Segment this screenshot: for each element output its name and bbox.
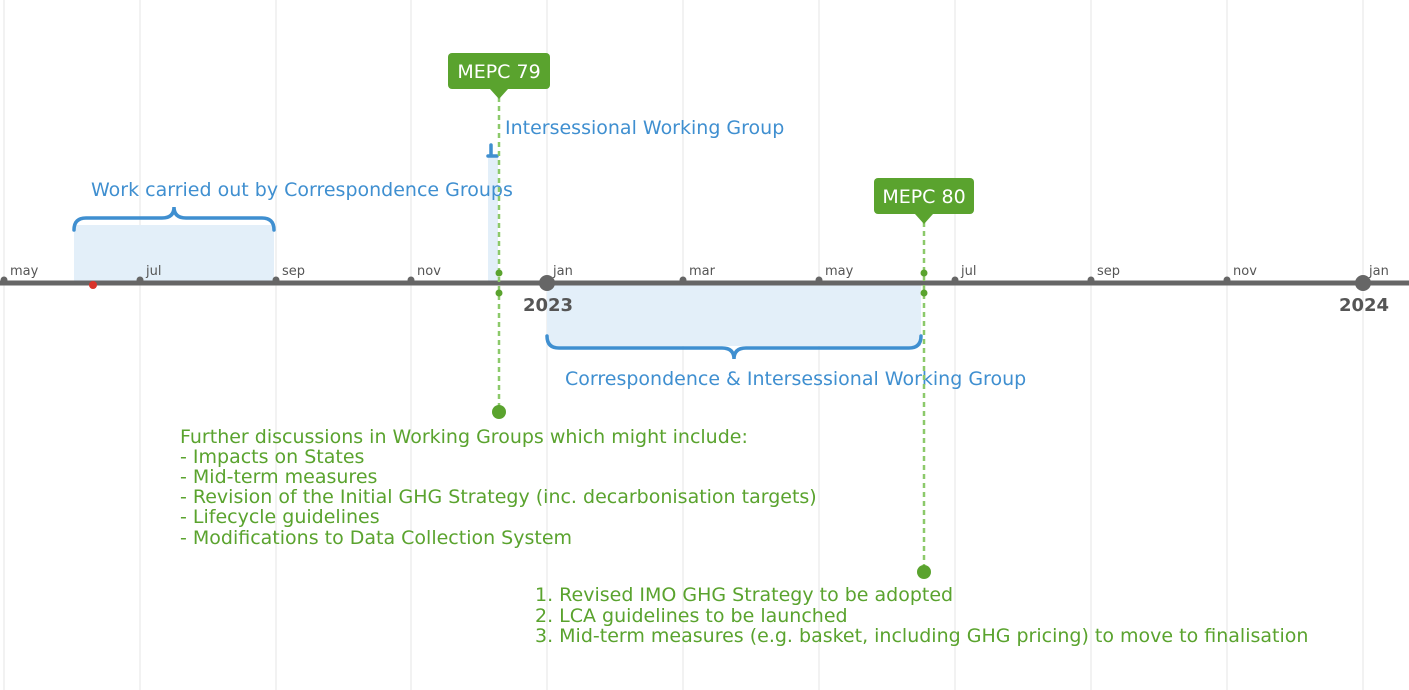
mepc80-axis-dot (920, 269, 928, 277)
month-label: mar (689, 264, 716, 279)
month-label: sep (282, 264, 305, 279)
year-label-2023: 2023 (523, 295, 573, 316)
correspondence-groups-band (74, 225, 274, 283)
month-label: may (10, 264, 39, 279)
year-tick-2023 (539, 275, 555, 291)
note-line: Further discussions in Working Groups wh… (180, 426, 748, 448)
month-label: nov (1233, 264, 1257, 279)
correspondence-intersessional-band (547, 283, 921, 346)
note-line: 1. Revised IMO GHG Strategy to be adopte… (535, 584, 953, 606)
correspondence-intersessional-brace (545, 334, 923, 360)
intersessional-band (488, 157, 498, 283)
correspondence-groups-brace (72, 206, 276, 232)
month-label: may (825, 264, 854, 279)
month-label: jan (552, 264, 573, 279)
year-label-2024: 2024 (1339, 295, 1389, 316)
mepc79-axis-dot (495, 289, 503, 297)
month-ticks (0, 276, 1231, 284)
current-date-marker (89, 281, 97, 289)
note-line: - Revision of the Initial GHG Strategy (… (180, 486, 817, 508)
correspondence-intersessional-label: Correspondence & Intersessional Working … (565, 368, 1026, 390)
year-tick-2024 (1355, 275, 1371, 291)
mepc79-badge: MEPC 79 (448, 53, 550, 99)
mepc79-badge-label: MEPC 79 (457, 61, 540, 83)
note-line: - Mid-term measures (180, 466, 377, 488)
month-label: jul (960, 264, 976, 279)
note-line: - Lifecycle guidelines (180, 506, 380, 528)
month-label: jul (145, 264, 161, 279)
note-line: - Modifications to Data Collection Syste… (180, 527, 572, 549)
note-line: - Impacts on States (180, 446, 364, 468)
month-label: nov (417, 264, 441, 279)
mepc80-note-dot (917, 565, 931, 579)
mepc80-notes: 1. Revised IMO GHG Strategy to be adopte… (535, 584, 1308, 647)
mepc79-axis-dot (495, 269, 503, 277)
intersessional-label: Intersessional Working Group (505, 117, 784, 139)
mepc80-axis-dot (920, 289, 928, 297)
mepc79-notes: Further discussions in Working Groups wh… (180, 426, 817, 549)
correspondence-groups-label: Work carried out by Correspondence Group… (91, 179, 513, 201)
month-label: jan (1368, 264, 1389, 279)
intersessional-start-marker (486, 143, 499, 158)
mepc80-badge-label: MEPC 80 (882, 186, 965, 208)
mepc79-note-dot (492, 405, 506, 419)
month-label: sep (1097, 264, 1120, 279)
note-line: 2. LCA guidelines to be launched (535, 605, 848, 627)
mepc80-badge: MEPC 80 (874, 178, 974, 224)
note-line: 3. Mid-term measures (e.g. basket, inclu… (535, 625, 1308, 647)
